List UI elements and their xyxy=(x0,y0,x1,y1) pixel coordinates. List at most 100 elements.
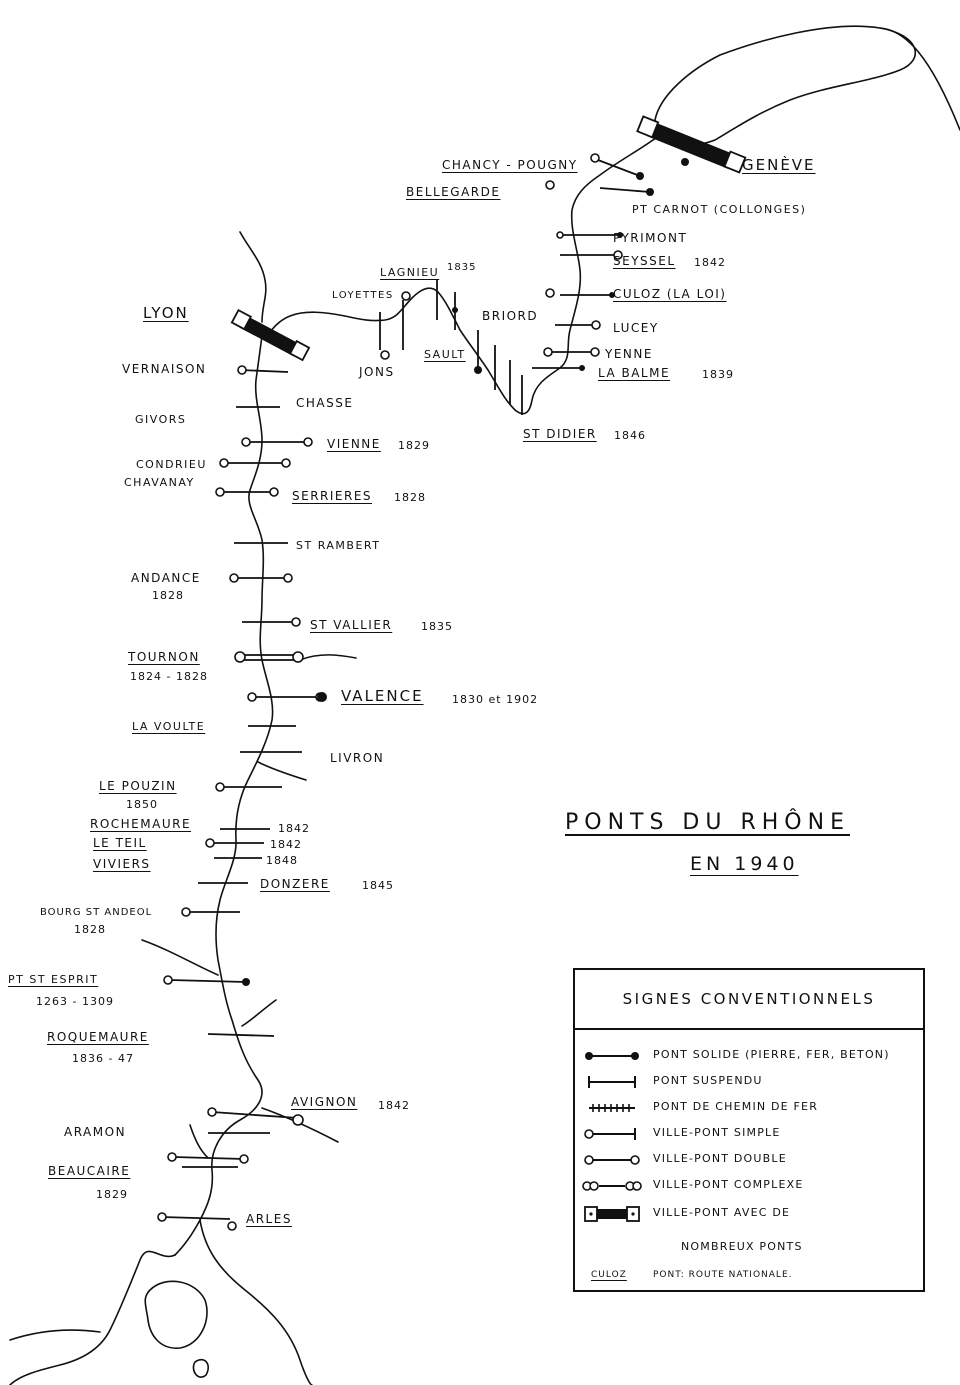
map-title: PONTS DU RHÔNE xyxy=(565,810,850,835)
place-sault: SAULT xyxy=(424,348,466,361)
place-strambert: ST RAMBERT xyxy=(296,539,381,552)
year-beaucaire: 1829 xyxy=(96,1188,128,1201)
legend-box: SIGNES CONVENTIONNELS PONT SOLIDE (PIERR… xyxy=(573,968,925,1292)
single-bridge-town-icon xyxy=(584,1128,636,1140)
railway-bridge-icon xyxy=(589,1104,635,1112)
legend-label: VILLE-PONT DOUBLE xyxy=(653,1152,787,1165)
legend-note-sample: CULOZ xyxy=(591,1270,627,1280)
place-givors: GIVORS xyxy=(135,413,187,426)
place-bourg: BOURG ST ANDEOL xyxy=(40,907,153,918)
bridge-ends xyxy=(157,153,623,1231)
place-geneve: GENÈVE xyxy=(742,156,816,174)
legend-row-complex: VILLE-PONT COMPLEXE xyxy=(575,1174,923,1198)
legend-label: PONT SUSPENDU xyxy=(653,1074,763,1087)
year-tournon: 1824 - 1828 xyxy=(130,670,208,683)
place-ptstesprit: PT ST ESPRIT xyxy=(8,973,99,986)
solid-ends xyxy=(242,158,689,986)
delta-east xyxy=(199,1219,313,1385)
vaccares xyxy=(144,1280,208,1349)
place-carnot: PT CARNOT (COLLONGES) xyxy=(632,203,807,216)
legend-heading: SIGNES CONVENTIONNELS xyxy=(575,970,923,1030)
year-stdidier: 1846 xyxy=(614,429,646,442)
year-ptstesprit: 1263 - 1309 xyxy=(36,995,114,1008)
tributary-ardeche xyxy=(141,939,219,976)
place-chasse: CHASSE xyxy=(296,396,354,410)
year-donzere: 1845 xyxy=(362,879,394,892)
year-avignon: 1842 xyxy=(378,1099,410,1112)
year-valence: 1830 et 1902 xyxy=(452,693,539,706)
place-seyssel: SEYSSEL xyxy=(613,254,676,268)
place-vernaison: VERNAISON xyxy=(122,362,207,376)
place-yenne: YENNE xyxy=(605,347,653,361)
place-beaucaire: BEAUCAIRE xyxy=(48,1164,131,1178)
suspension-bridge-icon xyxy=(588,1076,636,1088)
year-vienne: 1829 xyxy=(398,439,430,452)
tributary-drome xyxy=(257,761,307,781)
year-seyssel: 1842 xyxy=(694,256,726,269)
legend-row-railway: PONT DE CHEMIN DE FER xyxy=(575,1096,923,1120)
year-viviers: 1848 xyxy=(266,854,298,867)
place-avignon: AVIGNON xyxy=(291,1095,358,1109)
tributary-gard xyxy=(189,1124,209,1159)
place-valence: VALENCE xyxy=(341,687,424,705)
place-leteil: LE TEIL xyxy=(93,836,147,850)
year-lagnieu: 1835 xyxy=(447,262,477,273)
year-andance: 1828 xyxy=(152,589,184,602)
year-rochemaure: 1842 xyxy=(278,822,310,835)
legend-row-double: VILLE-PONT DOUBLE xyxy=(575,1148,923,1172)
legend-label: VILLE-PONT SIMPLE xyxy=(653,1126,781,1139)
year-serrieres: 1828 xyxy=(394,491,426,504)
tributary-x xyxy=(241,999,277,1027)
legend-label: PONT DE CHEMIN DE FER xyxy=(653,1100,819,1113)
place-viviers: VIVIERS xyxy=(93,857,151,871)
double-bridge-town-icon xyxy=(584,1155,640,1165)
lake-geneva xyxy=(654,25,917,145)
year-roquemaure: 1836 - 47 xyxy=(72,1052,134,1065)
saone xyxy=(239,231,267,323)
place-chavanay: CHAVANAY xyxy=(124,476,195,489)
place-lepouzin: LE POUZIN xyxy=(99,779,177,793)
legend-label: VILLE-PONT COMPLEXE xyxy=(653,1178,804,1191)
legend-label: VILLE-PONT AVEC DE xyxy=(653,1206,791,1219)
rhone-main xyxy=(174,335,274,1256)
year-lepouzin: 1850 xyxy=(126,798,158,811)
place-aramon: ARAMON xyxy=(64,1125,127,1139)
place-arles: ARLES xyxy=(246,1212,292,1226)
place-pyrimont: PYRIMONT xyxy=(613,231,688,245)
place-bellegarde: BELLEGARDE xyxy=(406,185,501,199)
map-subtitle: EN 1940 xyxy=(690,853,799,875)
place-donzere: DONZERE xyxy=(260,877,330,891)
place-culoz: CULOZ (LA LOI) xyxy=(613,287,727,301)
year-labalme: 1839 xyxy=(702,368,734,381)
legend-row-single: VILLE-PONT SIMPLE xyxy=(575,1122,923,1146)
coast xyxy=(9,1329,101,1341)
camargue-island xyxy=(192,1358,210,1378)
year-stvallier: 1835 xyxy=(421,620,453,633)
place-lucey: LUCEY xyxy=(613,321,659,335)
place-vienne: VIENNE xyxy=(327,437,381,451)
solid-bridge-icon xyxy=(585,1052,639,1060)
place-stvallier: ST VALLIER xyxy=(310,618,393,632)
place-loyettes: LOYETTES xyxy=(332,290,394,301)
tributary-isere xyxy=(299,654,357,661)
legend-row-many: VILLE-PONT AVEC DE xyxy=(575,1202,923,1226)
place-rochemaure: ROCHEMAURE xyxy=(90,817,192,831)
legend-row-solid: PONT SOLIDE (PIERRE, FER, BETON) xyxy=(575,1044,923,1068)
delta-west xyxy=(9,1250,176,1385)
place-tournon: TOURNON xyxy=(128,650,200,664)
place-condrieu: CONDRIEU xyxy=(136,458,207,471)
year-bourg: 1828 xyxy=(74,923,106,936)
legend-row-suspension: PONT SUSPENDU xyxy=(575,1070,923,1094)
complex-bridge-town-icon xyxy=(582,1181,642,1191)
place-lavoulte: LA VOULTE xyxy=(132,720,206,733)
place-labalme: LA BALME xyxy=(598,366,671,380)
lake-shore xyxy=(879,27,960,131)
rhone-upper xyxy=(267,134,661,415)
place-briord: BRIORD xyxy=(482,309,539,323)
place-jons: JONS xyxy=(359,365,395,379)
legend-note-text: PONT: ROUTE NATIONALE. xyxy=(653,1270,793,1280)
legend-label: PONT SOLIDE (PIERRE, FER, BETON) xyxy=(653,1048,890,1061)
place-andance: ANDANCE xyxy=(131,571,201,585)
place-lagnieu: LAGNIEU xyxy=(380,266,440,279)
